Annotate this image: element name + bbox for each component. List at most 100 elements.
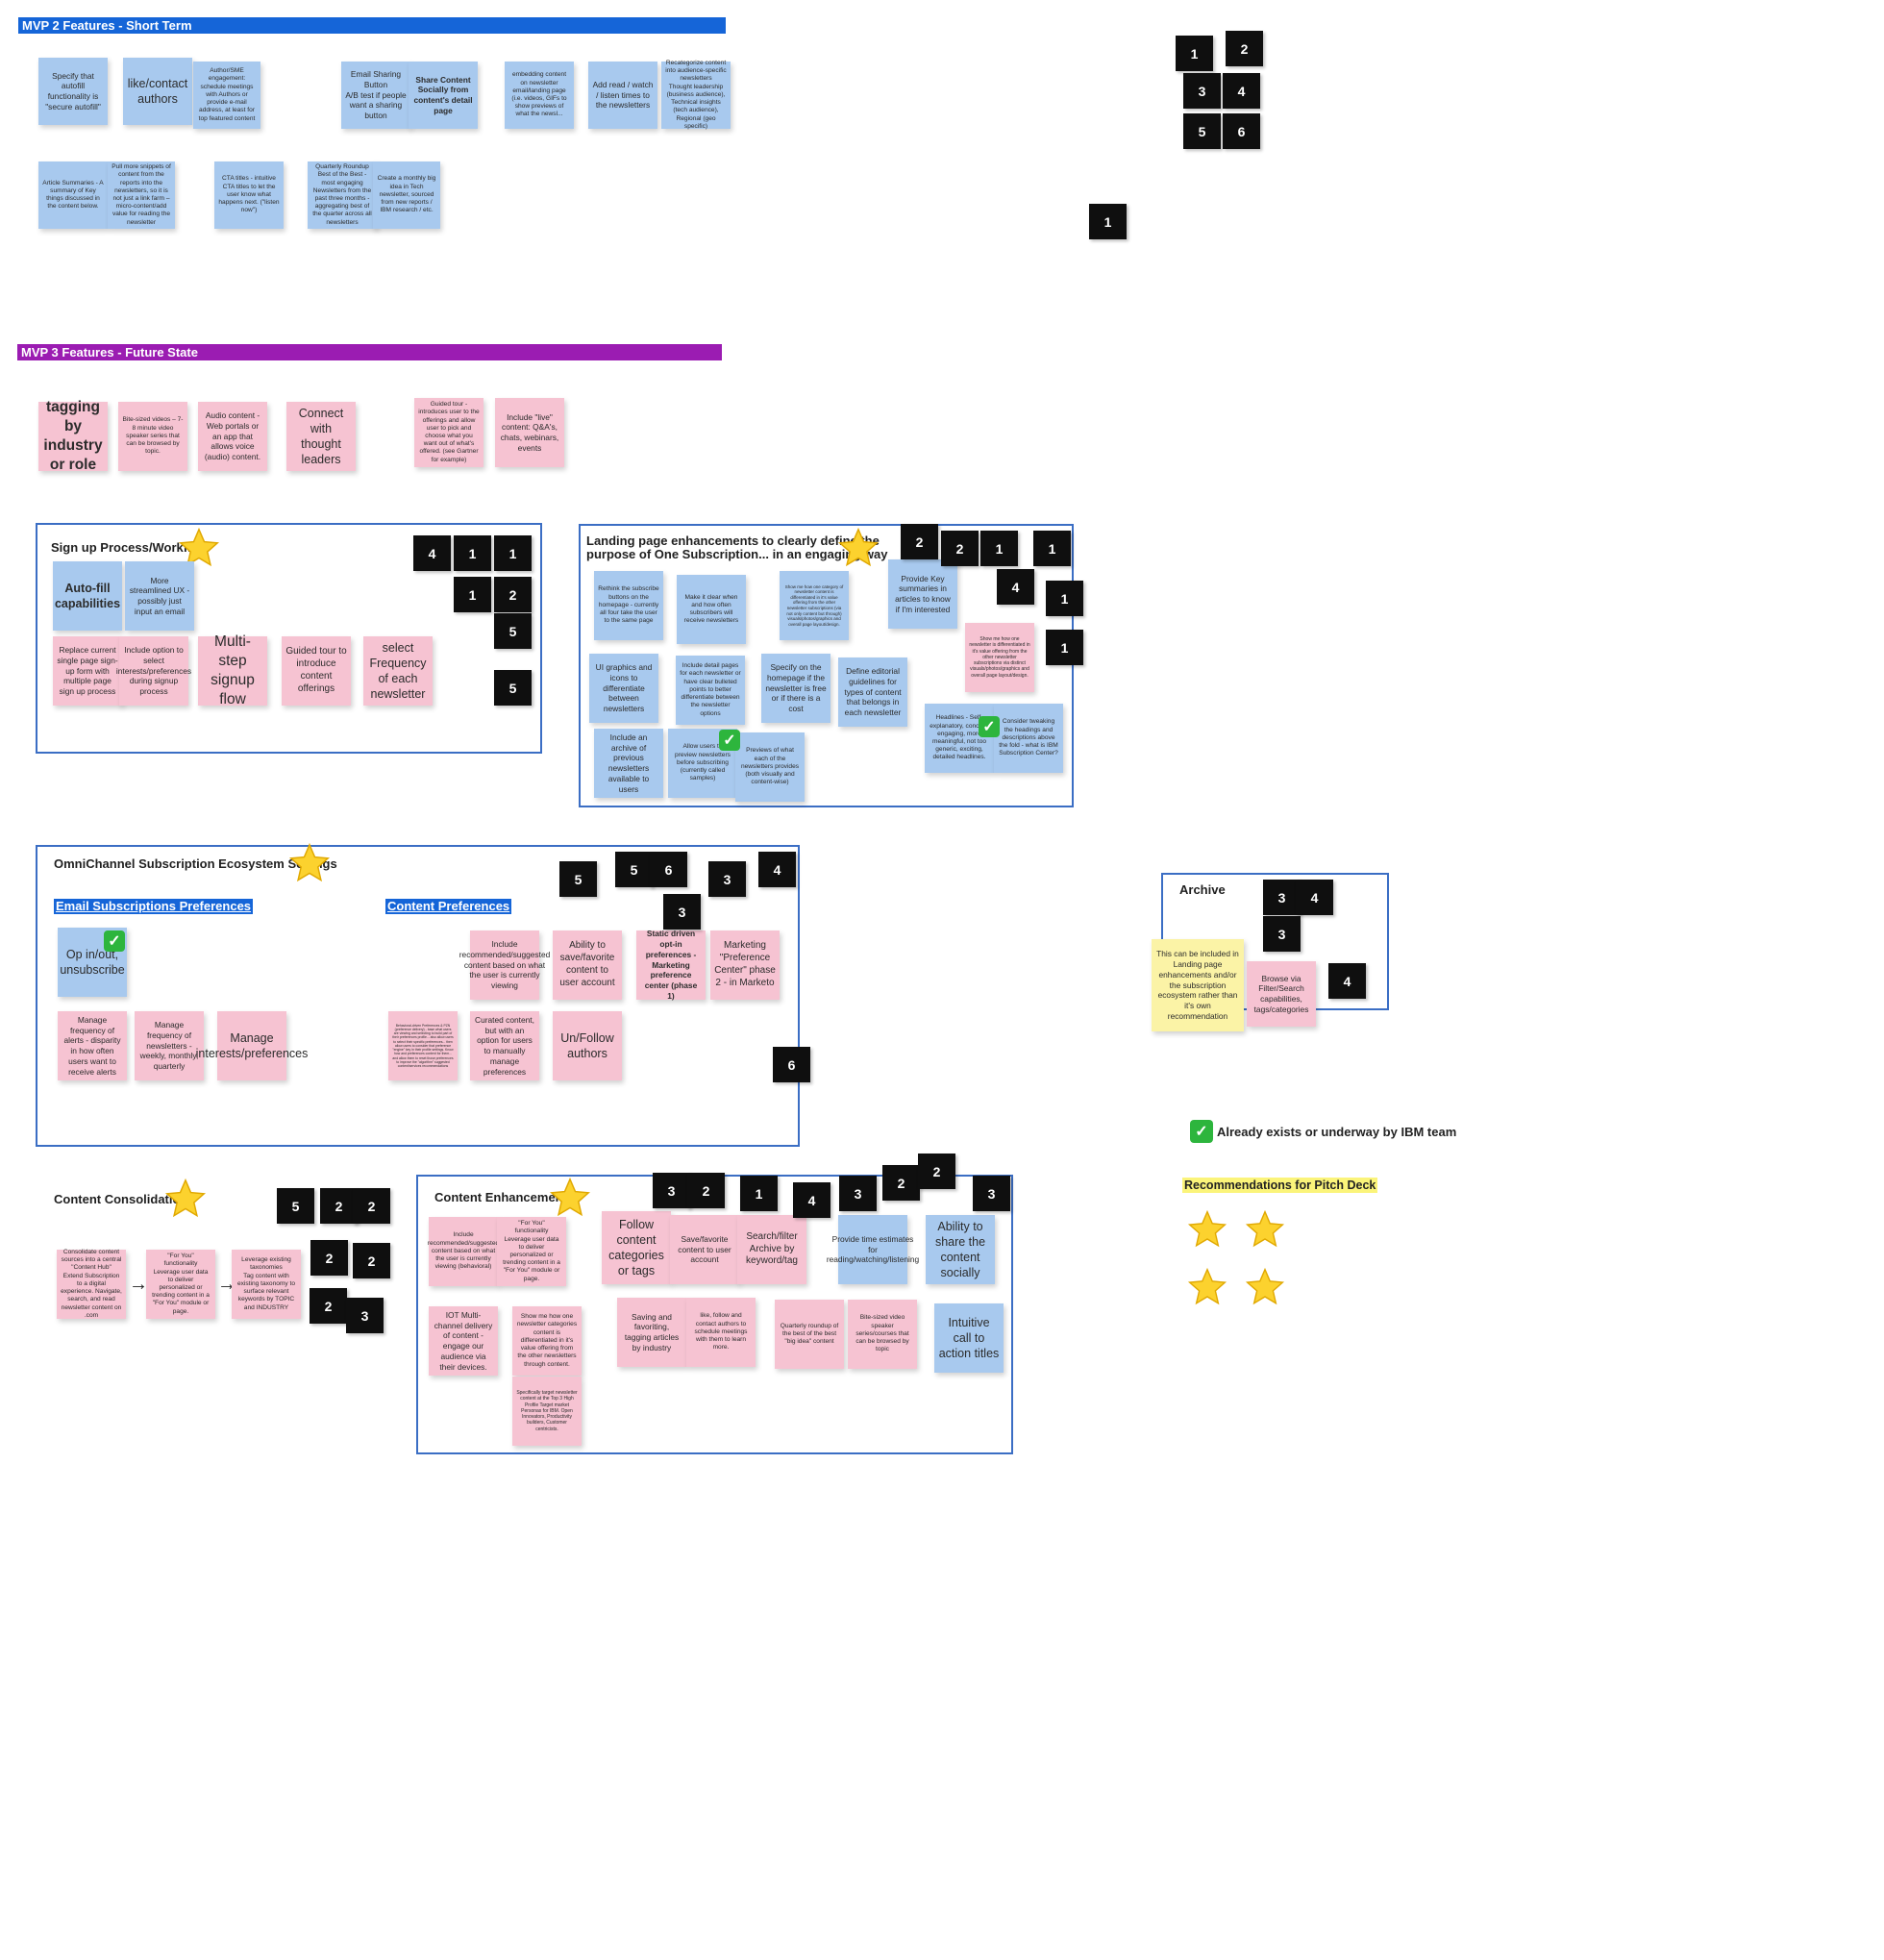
- sticky-note[interactable]: Manage frequency of alerts - disparity i…: [58, 1011, 127, 1080]
- sticky-note[interactable]: Curated content, but with an option for …: [470, 1011, 539, 1080]
- sticky-note[interactable]: Recategorize content into audience-speci…: [661, 60, 731, 130]
- sticky-note[interactable]: Show me how one newsletter is differenti…: [965, 623, 1034, 692]
- vote-marker[interactable]: 2: [353, 1188, 390, 1224]
- sticky-note[interactable]: Intuitive call to action titles: [934, 1303, 1004, 1373]
- sticky-note[interactable]: Ability to save/favorite content to user…: [553, 930, 622, 1000]
- sticky-note[interactable]: Specifically target newsletter content a…: [512, 1377, 582, 1446]
- sticky-note[interactable]: Search/filter Archive by keyword/tag: [737, 1215, 806, 1284]
- sticky-note[interactable]: Multi-step signup flow: [198, 633, 267, 707]
- sticky-note[interactable]: Show me how one newsletter categories co…: [512, 1306, 582, 1376]
- vote-marker[interactable]: 2: [1226, 31, 1263, 66]
- sticky-note[interactable]: Include detail pages for each newsletter…: [676, 656, 745, 725]
- sticky-note[interactable]: Pull more snippets of content from the r…: [108, 161, 175, 229]
- sticky-note[interactable]: Ability to share the content socially: [926, 1215, 995, 1284]
- vote-marker[interactable]: 5: [615, 852, 653, 887]
- sticky-note[interactable]: Static driven opt-in preferences - Marke…: [636, 929, 706, 1001]
- vote-marker[interactable]: 1: [1176, 36, 1213, 71]
- sticky-note[interactable]: Specify that autofill functionality is "…: [38, 58, 108, 125]
- sticky-note[interactable]: CTA titles - intuitive CTA titles to let…: [214, 161, 284, 229]
- sticky-note[interactable]: Bite-sized videos – 7-8 minute video spe…: [118, 402, 187, 471]
- sticky-note[interactable]: Show me how one category of newsletter c…: [780, 571, 849, 640]
- sticky-note[interactable]: Share Content Socially from content's de…: [409, 62, 478, 129]
- sticky-note[interactable]: Provide Key summaries in articles to kno…: [888, 559, 957, 629]
- vote-marker[interactable]: 6: [773, 1047, 810, 1082]
- sticky-note[interactable]: Quarterly roundup of the best of the bes…: [775, 1300, 844, 1369]
- sticky-note[interactable]: "For You" functionality Leverage user da…: [146, 1250, 215, 1319]
- sticky-note[interactable]: Provide time estimates for reading/watch…: [827, 1215, 919, 1284]
- vote-marker[interactable]: 2: [494, 577, 532, 612]
- vote-marker[interactable]: 3: [1263, 916, 1301, 952]
- vote-marker[interactable]: 2: [901, 524, 938, 559]
- sticky-note[interactable]: Quarterly Roundup Best of the Best - mos…: [308, 161, 377, 229]
- sticky-note[interactable]: Include recommended/suggested content ba…: [428, 1217, 499, 1286]
- sticky-note[interactable]: This can be included in Landing page enh…: [1152, 939, 1244, 1031]
- vote-marker[interactable]: 3: [839, 1176, 877, 1211]
- vote-marker[interactable]: 3: [653, 1173, 690, 1208]
- vote-marker[interactable]: 2: [320, 1188, 358, 1224]
- sticky-note[interactable]: Email Sharing Button A/B test if people …: [341, 62, 410, 129]
- vote-marker[interactable]: 5: [277, 1188, 314, 1224]
- vote-marker[interactable]: 3: [663, 894, 701, 930]
- vote-marker[interactable]: 5: [494, 670, 532, 706]
- sticky-note[interactable]: Manage interests/preferences: [196, 1011, 308, 1080]
- sticky-note[interactable]: embedding content on newsletter email/la…: [505, 62, 574, 129]
- vote-marker[interactable]: 4: [1328, 963, 1366, 999]
- sticky-note[interactable]: Specify on the homepage if the newslette…: [761, 654, 830, 723]
- sticky-note[interactable]: Audio content - Web portals or an app th…: [198, 402, 267, 471]
- sticky-note[interactable]: Include option to select interests/prefe…: [116, 636, 191, 706]
- vote-marker[interactable]: 1: [494, 535, 532, 571]
- sticky-note[interactable]: UI graphics and icons to differentiate b…: [589, 654, 658, 723]
- vote-marker[interactable]: 4: [1223, 73, 1260, 109]
- sticky-note[interactable]: Author/SME engagement: schedule meetings…: [193, 62, 260, 129]
- vote-marker[interactable]: 2: [882, 1165, 920, 1201]
- sticky-note[interactable]: Consolidate content sources into a centr…: [57, 1249, 126, 1319]
- sticky-note[interactable]: Replace current single page sign-up form…: [53, 636, 122, 706]
- sticky-note[interactable]: Follow content categories or tags: [602, 1211, 671, 1284]
- sticky-note[interactable]: Guided tour - introduces user to the off…: [414, 398, 483, 467]
- vote-marker[interactable]: 2: [353, 1243, 390, 1278]
- sticky-note[interactable]: Create a monthly big idea in Tech newsle…: [373, 161, 440, 229]
- vote-marker[interactable]: 3: [1183, 73, 1221, 109]
- sticky-note[interactable]: select Frequency of each newsletter: [363, 636, 433, 706]
- sticky-note[interactable]: Manage frequency of newsletters - weekly…: [135, 1011, 204, 1080]
- sticky-note[interactable]: Previews of what each of the newsletters…: [735, 732, 805, 802]
- vote-marker[interactable]: 3: [973, 1176, 1010, 1211]
- vote-marker[interactable]: 5: [559, 861, 597, 897]
- sticky-note[interactable]: Headlines - Self-explanatory, concise, e…: [925, 704, 994, 773]
- sticky-note[interactable]: Make it clear when and how often subscri…: [677, 575, 746, 644]
- vote-marker[interactable]: 2: [941, 531, 979, 566]
- vote-marker[interactable]: 1: [740, 1176, 778, 1211]
- sticky-note[interactable]: Saving and favoriting, tagging articles …: [617, 1298, 686, 1367]
- sticky-note[interactable]: Guided tour to introduce content offerin…: [282, 636, 351, 706]
- vote-marker[interactable]: 4: [1296, 880, 1333, 915]
- sticky-note[interactable]: Behavioral-driven Preferences & PZN (pre…: [388, 1011, 458, 1080]
- vote-marker[interactable]: 2: [310, 1288, 347, 1324]
- sticky-note[interactable]: Consider tweaking the headings and descr…: [994, 704, 1063, 773]
- vote-marker[interactable]: 2: [918, 1154, 955, 1189]
- vote-marker[interactable]: 2: [310, 1240, 348, 1276]
- vote-marker[interactable]: 4: [793, 1182, 830, 1218]
- vote-marker[interactable]: 1: [1046, 630, 1083, 665]
- vote-marker[interactable]: 2: [687, 1173, 725, 1208]
- sticky-note[interactable]: Marketing "Preference Center" phase 2 - …: [710, 930, 780, 1000]
- vote-marker[interactable]: 4: [758, 852, 796, 887]
- sticky-note[interactable]: like, follow and contact authors to sche…: [686, 1298, 756, 1367]
- sticky-note[interactable]: Un/Follow authors: [553, 1011, 622, 1080]
- sticky-note[interactable]: Auto-fill capabilities: [53, 561, 122, 631]
- sticky-note[interactable]: Include recommended/suggested content ba…: [459, 930, 550, 1000]
- vote-marker[interactable]: 1: [1089, 204, 1127, 239]
- sticky-note[interactable]: "For You" functionality Leverage user da…: [497, 1217, 566, 1286]
- vote-marker[interactable]: 1: [1033, 531, 1071, 566]
- vote-marker[interactable]: 1: [454, 535, 491, 571]
- sticky-note[interactable]: Add read / watch / listen times to the n…: [588, 62, 657, 129]
- vote-marker[interactable]: 3: [346, 1298, 384, 1333]
- sticky-note[interactable]: Include "live" content: Q&A's, chats, we…: [495, 398, 564, 467]
- sticky-note[interactable]: Save/favorite content to user account: [670, 1215, 739, 1284]
- sticky-note[interactable]: Article Summaries - A summary of Key thi…: [38, 161, 108, 229]
- sticky-note[interactable]: Connect with thought leaders: [286, 402, 356, 471]
- vote-marker[interactable]: 3: [708, 861, 746, 897]
- sticky-note[interactable]: Bite-sized video speaker series/courses …: [848, 1300, 917, 1369]
- vote-marker[interactable]: 1: [454, 577, 491, 612]
- vote-marker[interactable]: 4: [413, 535, 451, 571]
- vote-marker[interactable]: 3: [1263, 880, 1301, 915]
